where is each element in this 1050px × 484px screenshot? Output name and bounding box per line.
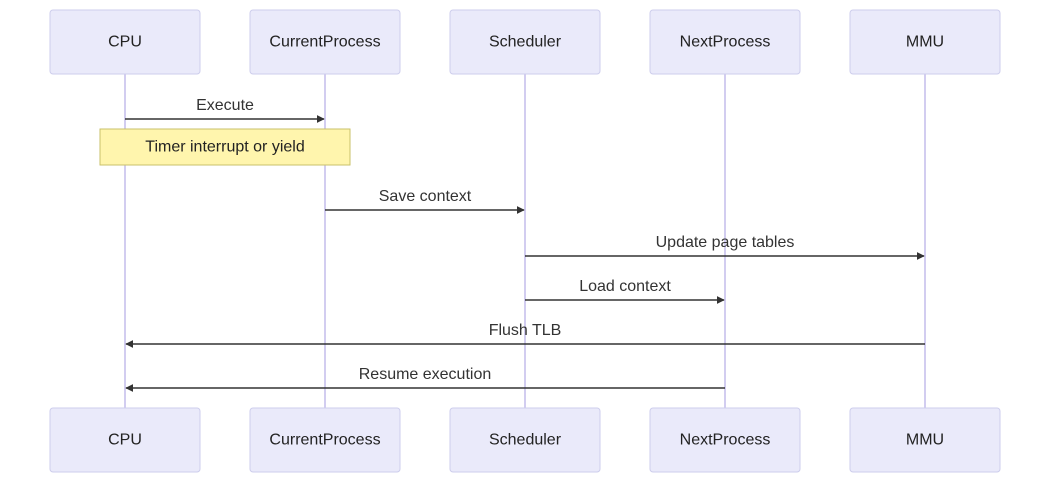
actor-box xyxy=(249,9,401,75)
actor-label: MMU xyxy=(906,432,944,449)
actor-box xyxy=(849,407,1001,473)
message-label: Execute xyxy=(196,97,254,114)
message-label: Resume execution xyxy=(359,366,492,383)
message-label: Save context xyxy=(379,188,472,205)
actor-bottom-next-process: NextProcess xyxy=(649,407,801,473)
actor-bottom-mmu: MMU xyxy=(849,407,1001,473)
actor-bottom-scheduler: Scheduler xyxy=(449,407,601,473)
message-flush-tlb: Flush TLB xyxy=(125,322,925,348)
note-box xyxy=(99,128,351,166)
note-text: Timer interrupt or yield xyxy=(145,139,304,156)
actor-label: Scheduler xyxy=(489,34,562,51)
message-execute: Execute xyxy=(125,97,325,123)
actor-label: NextProcess xyxy=(680,34,771,51)
actor-top-cpu: CPU xyxy=(49,9,201,75)
actor-box xyxy=(49,407,201,473)
actor-box xyxy=(49,9,201,75)
actor-label: CPU xyxy=(108,432,142,449)
actor-box xyxy=(649,407,801,473)
actor-bottom-cpu: CPU xyxy=(49,407,201,473)
actor-box xyxy=(449,407,601,473)
actor-label: CPU xyxy=(108,34,142,51)
actor-box xyxy=(849,9,1001,75)
actor-top-next-process: NextProcess xyxy=(649,9,801,75)
actor-label: CurrentProcess xyxy=(269,432,380,449)
actor-label: NextProcess xyxy=(680,432,771,449)
message-update-page-tables: Update page tables xyxy=(525,234,925,260)
message-resume-execution: Resume execution xyxy=(125,366,725,392)
message-load-context: Load context xyxy=(525,278,725,304)
message-label: Update page tables xyxy=(656,234,795,251)
actor-bottom-current-process: CurrentProcess xyxy=(249,407,401,473)
actor-box xyxy=(649,9,801,75)
actor-label: Scheduler xyxy=(489,432,562,449)
actor-label: MMU xyxy=(906,34,944,51)
note: Timer interrupt or yield xyxy=(99,128,351,166)
actor-top-scheduler: Scheduler xyxy=(449,9,601,75)
actor-label: CurrentProcess xyxy=(269,34,380,51)
actor-box xyxy=(249,407,401,473)
actor-top-current-process: CurrentProcess xyxy=(249,9,401,75)
message-label: Flush TLB xyxy=(489,322,562,339)
actor-box xyxy=(449,9,601,75)
message-save-context: Save context xyxy=(325,188,525,214)
actor-top-mmu: MMU xyxy=(849,9,1001,75)
message-label: Load context xyxy=(579,278,671,295)
